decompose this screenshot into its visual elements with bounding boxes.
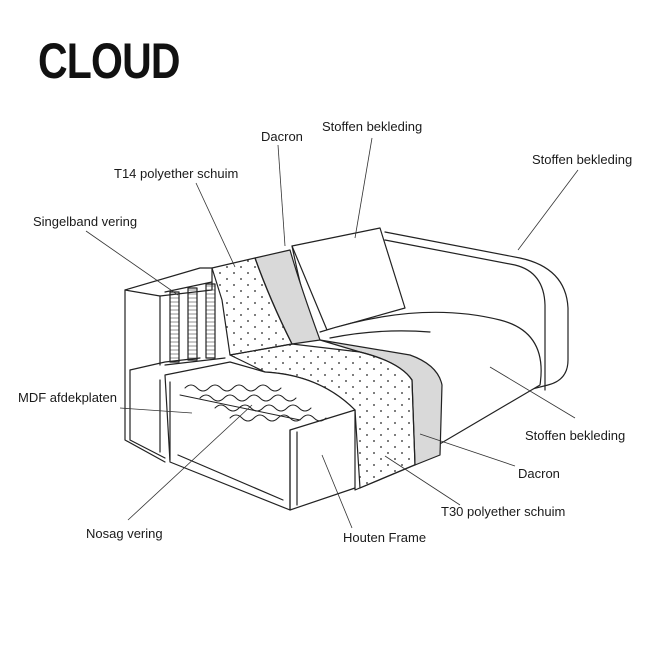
singelband-straps — [164, 281, 226, 366]
label-houten-frame: Houten Frame — [343, 530, 427, 545]
label-stoffen-bekleding-right: Stoffen bekleding — [532, 152, 633, 167]
label-nosag-vering: Nosag vering — [86, 526, 163, 541]
label-dacron-top: Dacron — [261, 129, 303, 144]
back-cushion — [291, 227, 406, 331]
nosag-springs — [179, 384, 327, 422]
label-singelband-vering: Singelband vering — [33, 214, 138, 229]
label-t14-polyether-schuim: T14 polyether schuim — [114, 166, 239, 181]
label-mdf-afdekplaten: MDF afdekplaten — [18, 390, 117, 405]
label-stoffen-bekleding-bottom: Stoffen bekleding — [525, 428, 626, 443]
leader-lines — [85, 137, 579, 529]
label-t30-polyether-schuim: T30 polyether schuim — [441, 504, 566, 519]
diagram-title: CLOUD — [38, 33, 180, 89]
label-dacron-bottom: Dacron — [518, 466, 560, 481]
right-armrest — [384, 231, 569, 393]
label-stoffen-bekleding-top: Stoffen bekleding — [322, 119, 423, 134]
